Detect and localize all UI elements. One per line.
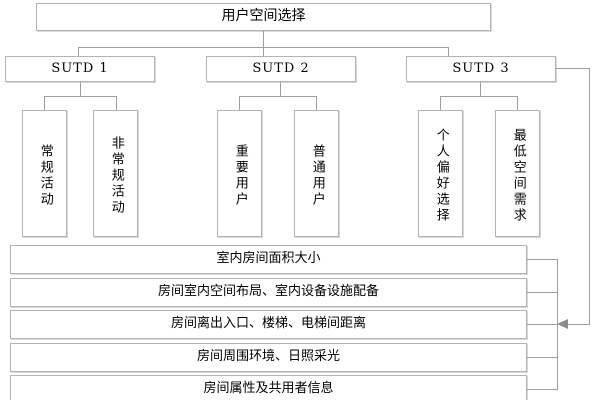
- connector-sutd3-stem: [480, 82, 481, 96]
- criteria-bar-room-area-label: 室内房间面积大小: [216, 251, 321, 267]
- connector-sutd3-feedback-bottom: [568, 324, 590, 325]
- connector-drop-sutd1: [78, 47, 79, 56]
- connector-root-stem: [263, 31, 264, 47]
- node-irregular-activity: 非常规活动: [93, 110, 138, 237]
- connector-criteria4-out: [527, 357, 558, 358]
- node-regular-activity-label: 常规活动: [37, 143, 53, 208]
- criteria-bar-environment-daylight-label: 房间周围环境、日照采光: [196, 349, 340, 365]
- node-sutd-1: SUTD 1: [5, 56, 155, 82]
- root-node-user-space-selection: 用户空间选择: [36, 3, 491, 31]
- node-irregular-activity-label: 非常规活动: [108, 135, 124, 216]
- criteria-bar-distance-entrance-label: 房间离出入口、楼梯、电梯间距离: [170, 316, 366, 332]
- node-sutd-2: SUTD 2: [206, 56, 356, 82]
- node-personal-preference-label: 个人偏好选择: [433, 127, 449, 224]
- criteria-bar-layout-equipment: 房间室内空间布局、室内设备设施配备: [10, 278, 527, 307]
- connector-sutd1-child1: [44, 96, 45, 110]
- connector-criteria3-out: [527, 324, 558, 325]
- connector-sutd3-feedback-vertical: [589, 68, 590, 324]
- root-node-label: 用户空间选择: [221, 8, 306, 25]
- node-regular-activity: 常规活动: [22, 110, 67, 237]
- criteria-bar-environment-daylight: 房间周围环境、日照采光: [10, 343, 527, 372]
- criteria-bar-attributes-sharers: 房间属性及共用者信息: [10, 375, 527, 400]
- connector-criteria1-out: [527, 259, 558, 260]
- connector-drop-sutd2: [263, 47, 264, 56]
- connector-sutd3-child2: [517, 96, 518, 110]
- node-minimum-space-demand-label: 最低空间需求: [510, 127, 526, 224]
- connector-sutd2-bus: [239, 96, 316, 97]
- connector-criteria2-out: [527, 292, 558, 293]
- node-important-user: 重要用户: [217, 110, 262, 237]
- node-sutd-3: SUTD 3: [406, 56, 556, 82]
- connector-sutd3-feedback-top: [556, 68, 590, 69]
- node-normal-user-label: 普通用户: [309, 143, 325, 208]
- connector-sutd2-child1: [239, 96, 240, 110]
- node-minimum-space-demand: 最低空间需求: [495, 110, 540, 237]
- criteria-bar-attributes-sharers-label: 房间属性及共用者信息: [203, 381, 334, 397]
- node-personal-preference: 个人偏好选择: [418, 110, 463, 237]
- node-important-user-label: 重要用户: [232, 143, 248, 208]
- node-normal-user: 普通用户: [294, 110, 339, 237]
- node-sutd-1-label: SUTD 1: [51, 60, 109, 76]
- connector-sutd1-stem: [80, 82, 81, 96]
- node-sutd-3-label: SUTD 3: [452, 60, 510, 76]
- connector-sutd2-stem: [280, 82, 281, 96]
- criteria-bar-room-area: 室内房间面积大小: [10, 245, 527, 274]
- criteria-bar-distance-entrance: 房间离出入口、楼梯、电梯间距离: [10, 310, 527, 339]
- criteria-bar-layout-equipment-label: 房间室内空间布局、室内设备设施配备: [157, 284, 379, 300]
- connector-criteria5-out: [527, 389, 558, 390]
- connector-sutd1-bus: [44, 96, 116, 97]
- connector-drop-sutd3: [448, 47, 449, 56]
- arrow-head-icon: [557, 319, 568, 329]
- connector-sutd3-bus: [440, 96, 517, 97]
- connector-sutd1-child2: [116, 96, 117, 110]
- connector-sutd2-child2: [316, 96, 317, 110]
- connector-sutd3-child1: [440, 96, 441, 110]
- node-sutd-2-label: SUTD 2: [252, 60, 310, 76]
